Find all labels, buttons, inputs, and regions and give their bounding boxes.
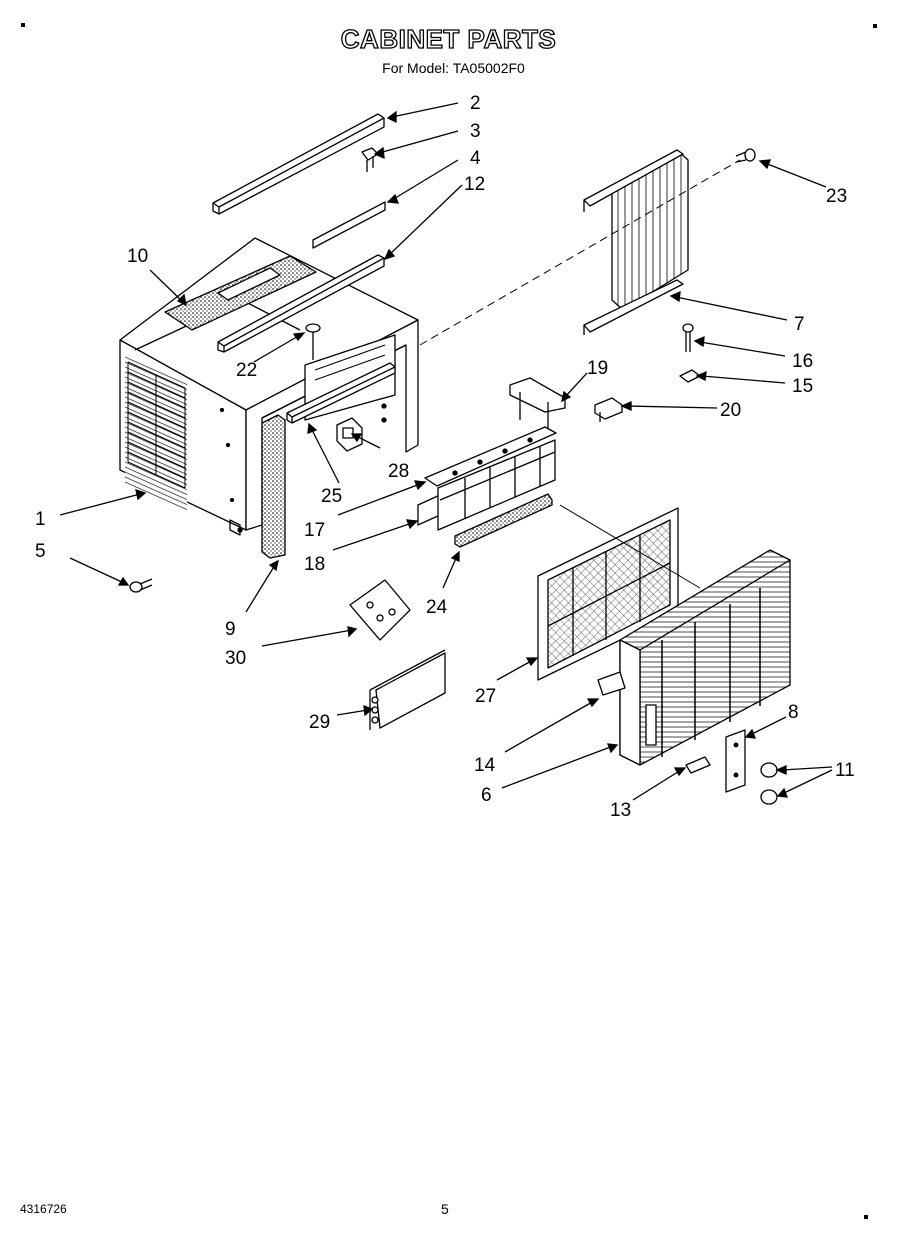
callout-19: 19 xyxy=(587,358,608,379)
page-title: CABINET PARTS xyxy=(340,23,557,54)
registration-mark xyxy=(864,1215,868,1219)
callout-15: 15 xyxy=(792,376,813,397)
seal-strip-part-24 xyxy=(454,493,553,548)
callout-12: 12 xyxy=(464,174,485,195)
registration-mark xyxy=(21,23,25,27)
knob-part-11 xyxy=(760,762,778,805)
side-curtain-part-7 xyxy=(583,149,689,335)
document-number: 4316726 xyxy=(20,1202,67,1216)
callout-labels: 2 3 4 12 10 22 23 7 16 15 20 19 17 18 25… xyxy=(35,93,855,821)
screw-part-22 xyxy=(305,323,321,360)
seal-strip-part-4 xyxy=(312,201,386,249)
support-bar-part-25 xyxy=(286,362,396,424)
screw-part-16 xyxy=(682,323,694,352)
callout-30: 30 xyxy=(225,648,246,669)
latch-part-14 xyxy=(597,671,626,696)
callout-24: 24 xyxy=(426,597,448,618)
registration-mark xyxy=(873,24,877,28)
screw-part-23 xyxy=(735,148,756,163)
screw-part-3 xyxy=(361,147,379,172)
callout-11: 11 xyxy=(835,760,855,781)
model-subtitle: For Model: TA05002F0 xyxy=(382,60,525,76)
front-grille-part-6 xyxy=(619,549,791,766)
callout-17: 17 xyxy=(304,520,325,541)
callout-5: 5 xyxy=(35,541,46,562)
callout-4: 4 xyxy=(470,148,481,169)
top-foam-pad-part xyxy=(164,255,317,331)
callout-1: 1 xyxy=(35,509,46,530)
callout-22: 22 xyxy=(236,360,257,381)
callout-14: 14 xyxy=(474,755,496,776)
mounting-plate-part-8 xyxy=(725,729,746,793)
callout-23: 23 xyxy=(826,186,847,207)
callout-9: 9 xyxy=(225,619,236,640)
side-seal-part-9 xyxy=(261,414,286,559)
callout-16: 16 xyxy=(792,351,813,372)
callout-2: 2 xyxy=(470,93,481,114)
mounting-frame-part-18 xyxy=(417,439,556,531)
top-rail-part xyxy=(212,113,385,215)
screw-part-5 xyxy=(129,578,153,593)
page-number: 5 xyxy=(441,1201,449,1217)
callout-3: 3 xyxy=(470,121,481,142)
callout-25: 25 xyxy=(321,486,342,507)
callout-10: 10 xyxy=(127,246,148,267)
air-filter-part-27 xyxy=(537,507,679,681)
mounting-bracket-part-19 xyxy=(509,377,566,432)
callout-18: 18 xyxy=(304,554,325,575)
callout-27: 27 xyxy=(475,686,496,707)
bracket-part-30 xyxy=(349,579,411,641)
callout-20: 20 xyxy=(720,400,741,421)
clip-part-20 xyxy=(594,397,623,422)
bracket-part-28 xyxy=(336,417,363,452)
panel-part-29 xyxy=(369,649,446,730)
callout-8: 8 xyxy=(788,702,799,723)
callout-6: 6 xyxy=(481,785,492,806)
callout-13: 13 xyxy=(610,800,631,821)
callout-29: 29 xyxy=(309,712,330,733)
mounting-rail-part-17 xyxy=(424,426,557,487)
spacer-part-13 xyxy=(685,756,711,774)
rail-part-12 xyxy=(217,254,385,353)
callout-7: 7 xyxy=(794,314,805,335)
callout-28: 28 xyxy=(388,461,409,482)
